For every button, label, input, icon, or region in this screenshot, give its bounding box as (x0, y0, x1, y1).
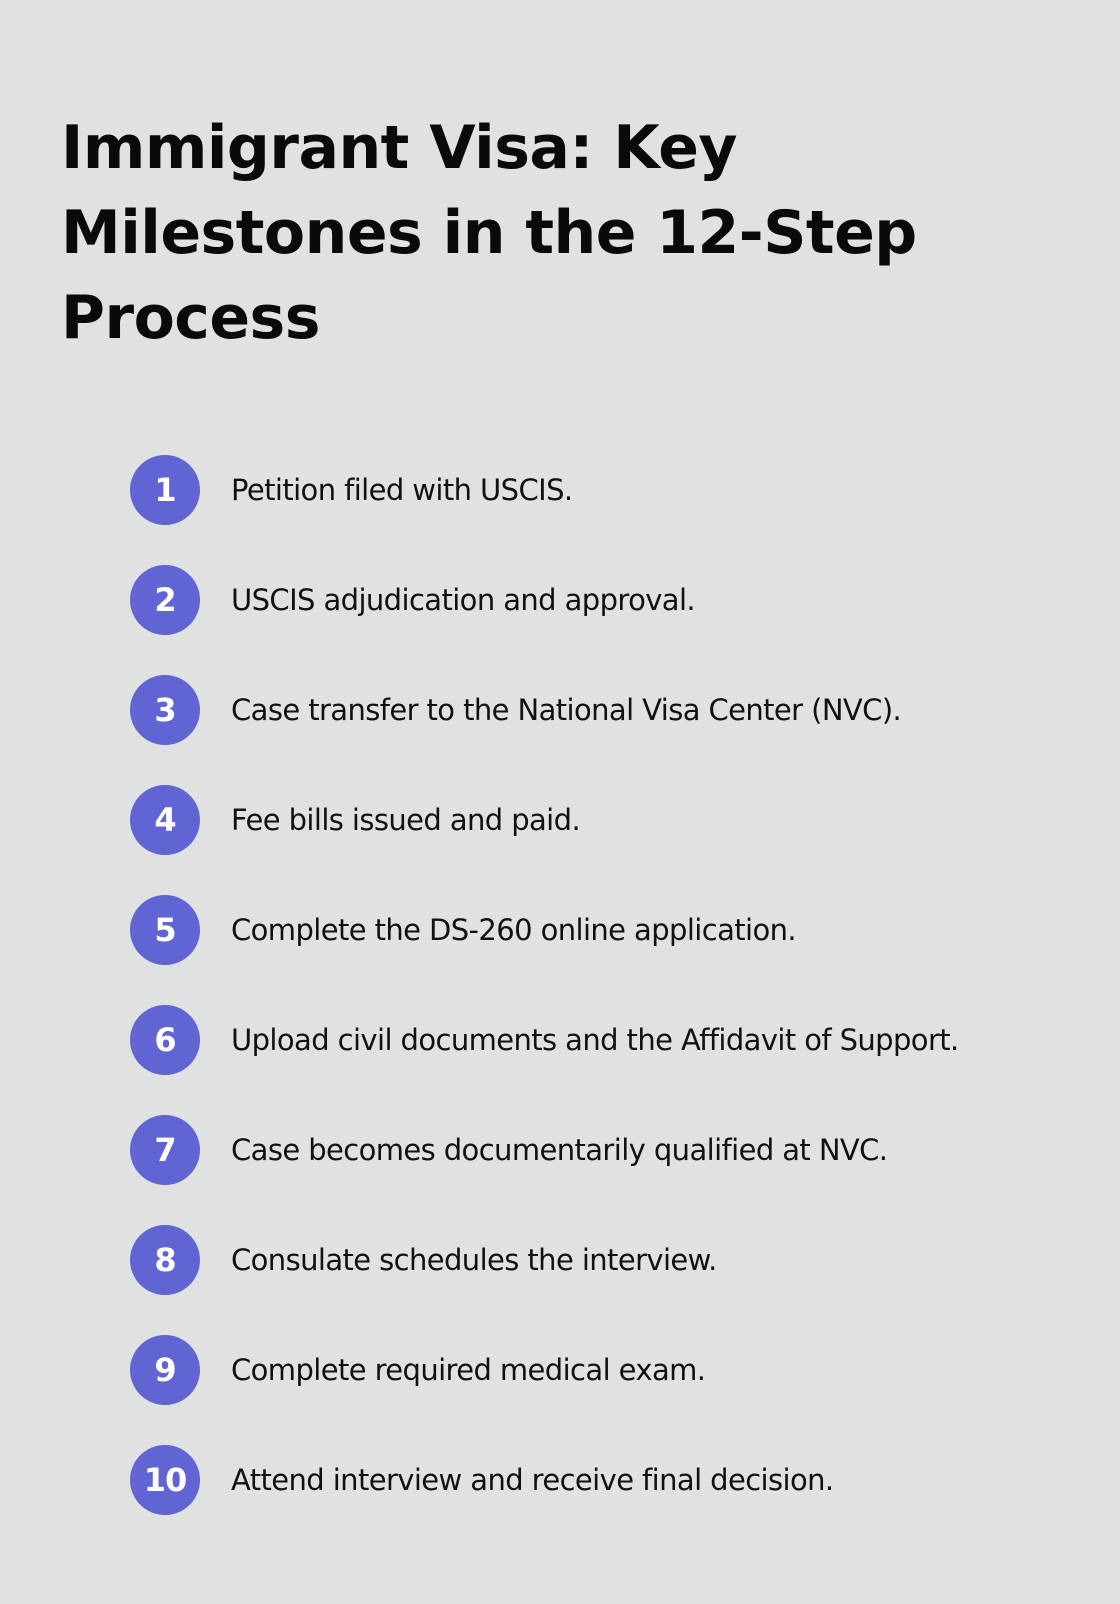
milestone-step-7: 7 Case becomes documentarily qualified a… (130, 1115, 1090, 1185)
milestone-list: 1 Petition filed with USCIS. 2 USCIS adj… (130, 455, 1090, 1555)
step-text: Petition filed with USCIS. (231, 473, 573, 507)
milestone-step-10: 10 Attend interview and receive final de… (130, 1445, 1090, 1515)
step-number-badge: 6 (130, 1005, 200, 1075)
step-number-badge: 5 (130, 895, 200, 965)
milestone-step-5: 5 Complete the DS-260 online application… (130, 895, 1090, 965)
milestone-step-1: 1 Petition filed with USCIS. (130, 455, 1090, 525)
milestone-step-4: 4 Fee bills issued and paid. (130, 785, 1090, 855)
milestone-step-3: 3 Case transfer to the National Visa Cen… (130, 675, 1090, 745)
step-text: Upload civil documents and the Affidavit… (231, 1023, 959, 1057)
step-number-badge: 1 (130, 455, 200, 525)
milestone-step-6: 6 Upload civil documents and the Affidav… (130, 1005, 1090, 1075)
step-number-badge: 10 (130, 1445, 200, 1515)
step-number-badge: 7 (130, 1115, 200, 1185)
step-number-badge: 4 (130, 785, 200, 855)
milestone-step-9: 9 Complete required medical exam. (130, 1335, 1090, 1405)
step-number-badge: 3 (130, 675, 200, 745)
step-number-badge: 9 (130, 1335, 200, 1405)
step-text: Fee bills issued and paid. (231, 803, 581, 837)
step-number-badge: 8 (130, 1225, 200, 1295)
step-text: Complete the DS-260 online application. (231, 913, 797, 947)
step-text: Complete required medical exam. (231, 1353, 706, 1387)
step-text: USCIS adjudication and approval. (231, 583, 696, 617)
step-text: Case transfer to the National Visa Cente… (231, 693, 902, 727)
page-title: Immigrant Visa: Key Milestones in the 12… (61, 113, 917, 353)
step-number-badge: 2 (130, 565, 200, 635)
step-text: Consulate schedules the interview. (231, 1243, 717, 1277)
milestone-step-8: 8 Consulate schedules the interview. (130, 1225, 1090, 1295)
step-text: Attend interview and receive final decis… (231, 1463, 834, 1497)
step-text: Case becomes documentarily qualified at … (231, 1133, 888, 1167)
milestone-step-2: 2 USCIS adjudication and approval. (130, 565, 1090, 635)
